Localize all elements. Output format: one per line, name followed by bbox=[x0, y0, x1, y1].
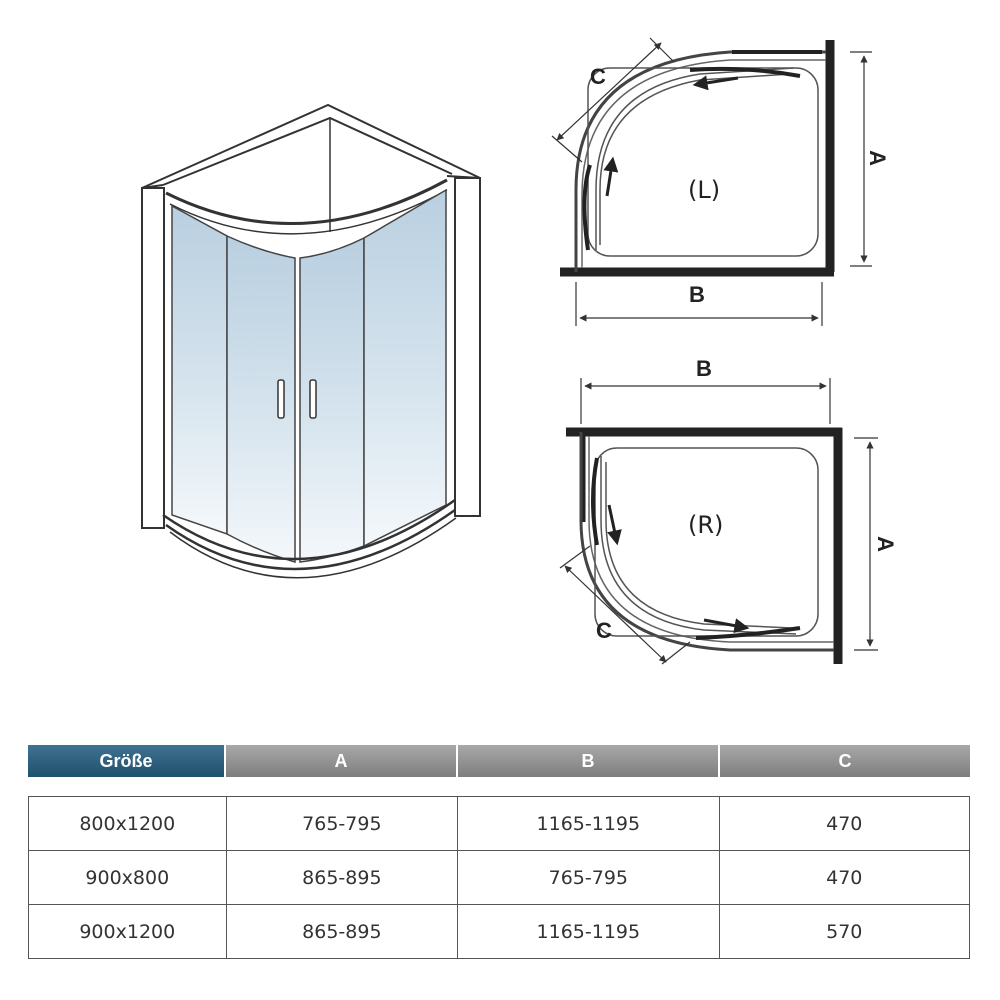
header-b: B bbox=[458, 745, 720, 777]
door-handles bbox=[277, 379, 317, 419]
cell-c: 470 bbox=[826, 866, 863, 889]
cell-a: 765-795 bbox=[227, 797, 459, 850]
label-left-variant: (L) bbox=[688, 176, 720, 204]
plan-left bbox=[560, 40, 835, 277]
table-row: 900x1200 865-895 1165-1195 570 bbox=[29, 904, 969, 958]
table-header-row: Größe A B C bbox=[28, 745, 970, 777]
dim-label-c-right: C bbox=[596, 618, 612, 643]
cell-b: 765-795 bbox=[458, 851, 720, 904]
handle-right bbox=[309, 379, 317, 419]
header-a: A bbox=[226, 745, 458, 777]
cell-b: 1165-1195 bbox=[458, 797, 720, 850]
plan-right-dimensions bbox=[559, 378, 878, 665]
header-c: C bbox=[720, 745, 970, 777]
cell-size: 900x1200 bbox=[29, 905, 227, 958]
dim-label-b-right: B bbox=[696, 356, 712, 381]
table-row: 900x800 865-895 765-795 470 bbox=[29, 850, 969, 904]
cell-c: 570 bbox=[826, 920, 863, 943]
dim-label-c-left: C bbox=[590, 64, 606, 89]
glass-panels bbox=[171, 188, 447, 563]
dim-label-a-right: A bbox=[873, 536, 898, 552]
cell-size: 900x800 bbox=[29, 851, 227, 904]
cell-size: 800x1200 bbox=[29, 797, 227, 850]
plan-left-dimensions bbox=[551, 37, 872, 326]
cell-c: 470 bbox=[826, 812, 863, 835]
glass-panel-left-door bbox=[226, 234, 296, 563]
header-size: Größe bbox=[28, 745, 226, 777]
cell-a: 865-895 bbox=[227, 851, 459, 904]
glass-panel-right-fixed bbox=[363, 188, 447, 548]
dim-label-a-left: A bbox=[865, 150, 890, 166]
size-table: Größe A B C 800x1200 765-795 1165-1195 4… bbox=[28, 745, 970, 959]
cell-b: 1165-1195 bbox=[458, 905, 720, 958]
cell-a: 865-895 bbox=[227, 905, 459, 958]
dim-label-b-left: B bbox=[689, 282, 705, 307]
glass-panel-left-fixed bbox=[171, 204, 228, 536]
label-right-variant: (R) bbox=[688, 511, 723, 539]
handle-left bbox=[277, 379, 285, 419]
table-row: 800x1200 765-795 1165-1195 470 bbox=[29, 797, 969, 850]
shower-enclosure-3d bbox=[141, 103, 481, 529]
shower-illustration: (L) (R) A B C B A C bbox=[141, 37, 898, 665]
shower-tray bbox=[162, 498, 457, 579]
table-body: 800x1200 765-795 1165-1195 470 900x800 8… bbox=[28, 796, 970, 959]
